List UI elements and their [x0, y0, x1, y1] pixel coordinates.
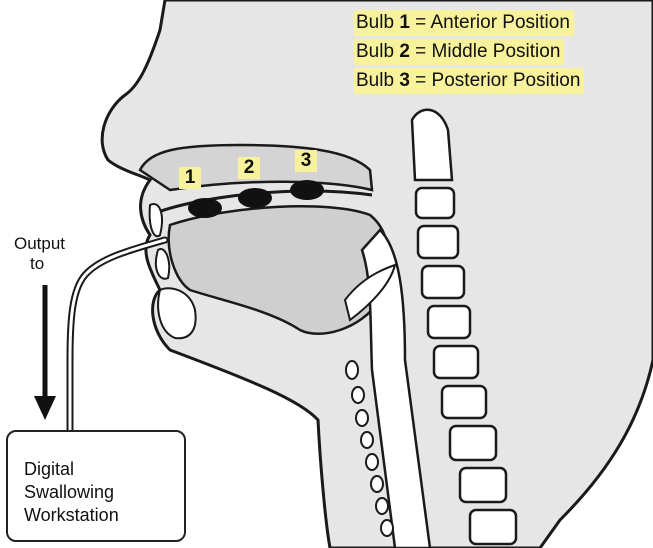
workstation-line-3: Workstation — [24, 505, 119, 525]
output-label: Output to — [14, 234, 66, 273]
bulb-label-2: 2 — [238, 157, 260, 179]
bulb-3 — [290, 180, 324, 200]
tongue — [167, 205, 390, 335]
lower-teeth — [154, 248, 171, 280]
bulb-2 — [238, 188, 272, 208]
legend-row-3: Bulb 3 = Posterior Position — [354, 68, 585, 94]
workstation-line-1: Digital — [24, 459, 75, 479]
jaw-bone — [157, 287, 197, 340]
pressure-bulbs — [188, 180, 324, 218]
workstation-line-2: Swallowing — [24, 482, 115, 502]
upper-teeth — [148, 203, 163, 238]
bulb-1 — [188, 198, 222, 218]
epiglottis — [343, 263, 397, 322]
trachea-rings — [345, 360, 394, 537]
legend-row-1: Bulb 1 = Anterior Position — [354, 10, 574, 36]
legend-row-2: Bulb 2 = Middle Position — [354, 39, 565, 65]
bulb-label-3: 3 — [295, 150, 317, 172]
output-arrow — [34, 285, 56, 420]
digital-swallowing-workstation: Digital Swallowing Workstation — [6, 430, 186, 542]
bulb-label-1: 1 — [179, 167, 201, 189]
vertebrae — [410, 108, 518, 546]
